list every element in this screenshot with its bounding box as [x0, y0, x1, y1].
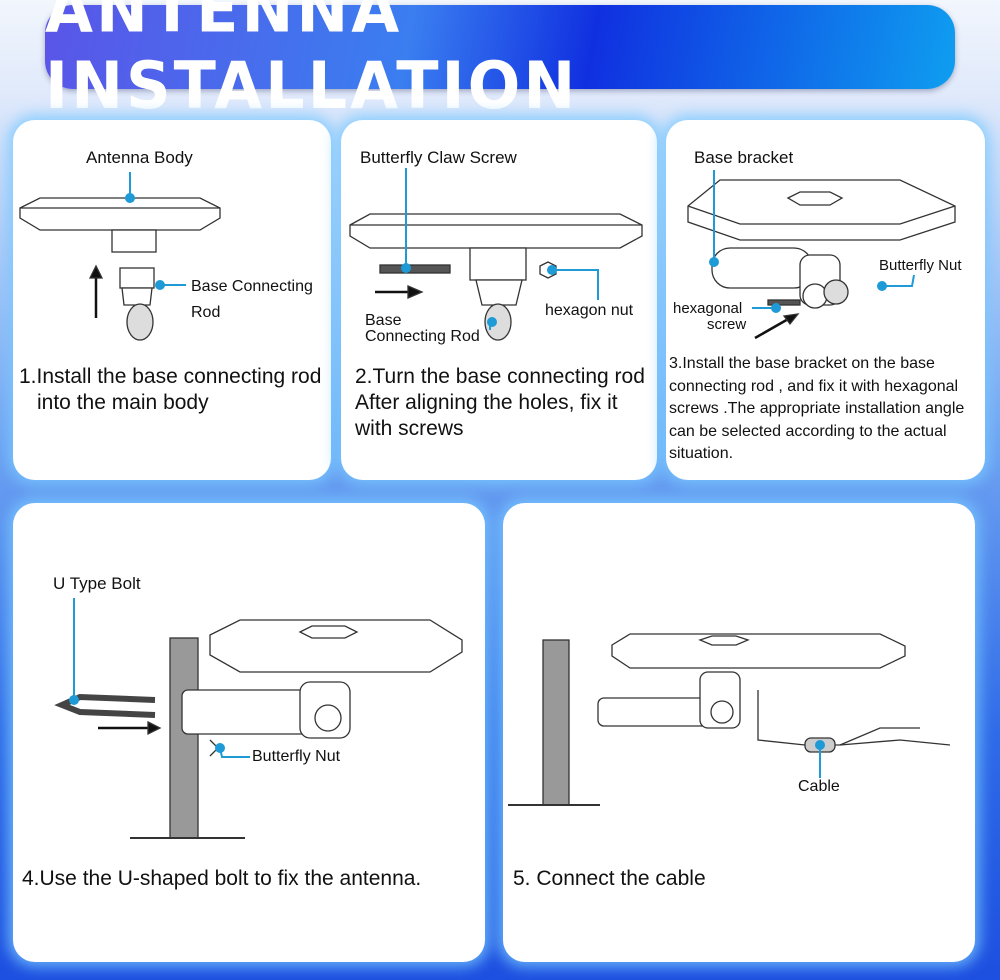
step-5-card [503, 503, 975, 962]
step-1-card [13, 120, 331, 480]
page-title: ANTENNA INSTALLATION [45, 0, 579, 124]
cable-label: Cable [798, 778, 840, 795]
hexagonal-screw-label-2: screw [707, 316, 747, 333]
step-4-text: 4.Use the U-shaped bolt to fix the anten… [22, 867, 422, 890]
hexagonal-screw-label-1: hexagonal [673, 300, 743, 317]
step-3-text: 3.Install the base bracket on the base c… [669, 355, 965, 462]
step-1-text: 1.Install the base connecting rod into t… [19, 365, 322, 414]
title-banner: ANTENNA INSTALLATION [45, 0, 955, 124]
butterfly-claw-screw-label: Butterfly Claw Screw [360, 148, 517, 167]
step-5-text: 5. Connect the cable [513, 867, 706, 890]
u-type-bolt-label: U Type Bolt [53, 574, 141, 593]
hexagon-nut-label: hexagon nut [545, 302, 634, 319]
butterfly-nut-label: Butterfly Nut [252, 748, 341, 765]
antenna-body-label: Antenna Body [86, 148, 193, 167]
step-2-text: 2.Turn the base connecting rod After ali… [355, 365, 645, 440]
base-bracket-label: Base bracket [694, 148, 794, 167]
base-rod-label-2: Rod [191, 304, 221, 321]
base-rod-label-2: Connecting Rod [365, 328, 480, 345]
base-rod-label-1: Base [365, 312, 402, 329]
butterfly-nut-label: Butterfly Nut [879, 257, 962, 274]
base-rod-label-1: Base Connecting [191, 278, 313, 295]
